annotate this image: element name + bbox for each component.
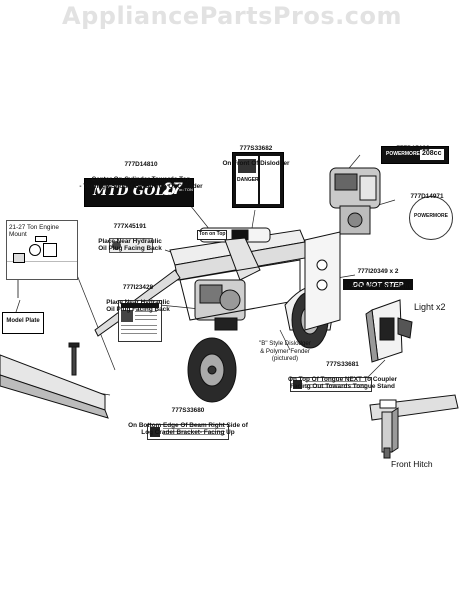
callout-777I23428: 777I23428 Place Near Hydraulic Oil Plug …: [106, 283, 170, 314]
danger-word: DANGER: [237, 177, 259, 183]
model-plate-box: Model Plate: [2, 312, 44, 334]
mtd-brand-text: MTD GOLD: [93, 184, 176, 199]
model-plate-label: Model Plate: [6, 318, 40, 324]
tongue-decal-strip: [290, 377, 372, 392]
engine-mount-panel: 21-27 Ton Engine Mount: [6, 220, 78, 280]
powermore-208cc-decal: POWERMORE 208cc: [381, 146, 449, 164]
powermore-cc-text: 208cc: [422, 150, 442, 157]
powermore-round-text: POWERMORE: [414, 213, 448, 219]
hydraulic-oil-decal-round: [109, 238, 153, 253]
dislodger-note: "B" Style Dislodger & Polymer Fender (pi…: [259, 340, 311, 363]
mtd-tons-number: 27: [163, 179, 182, 198]
callout-777S33682: 777S33682 On Front Of Dislodger: [222, 144, 290, 167]
callout-777S33680: 777S33680 On Bottom Edge Of Beam Right S…: [128, 406, 248, 437]
do-not-step-decal: DO NOT STEP: [343, 279, 413, 290]
hydraulic-oil-decal-card: [118, 300, 162, 342]
log-splitter-illustration: [94, 227, 341, 403]
light-illustration: [365, 299, 413, 363]
beam-decal-strip: [147, 424, 229, 440]
engine-closeup-illustration: [329, 167, 381, 235]
front-hitch-illustration: [369, 394, 459, 459]
front-hitch-label: Front Hitch: [391, 459, 433, 469]
callout-777D14810: 777D14810 Center On Cylinder Towards Top…: [79, 160, 203, 191]
beam-closeup-illustration: [0, 342, 109, 419]
watermark: AppliancePartsPros.com: [62, 2, 402, 30]
callout-777X45191: 777X45191 Place Near Hydraulic Oil Plug …: [98, 222, 162, 253]
powermore-small-text: POWERMORE: [386, 151, 420, 157]
engine-mount-title: 21-27 Ton Engine Mount: [9, 224, 59, 238]
callout-777I20349: 777I20349 x 2 On Top Of Each Light: [345, 267, 411, 290]
mtd-gold-decal: MTD GOLD 27 on TON: [84, 178, 194, 207]
light-x2-label: Light x2: [414, 302, 446, 312]
powermore-round-decal: POWERMORE: [409, 196, 453, 240]
mtd-tons-unit: on TON: [179, 187, 193, 192]
danger-decal: DANGER: [232, 152, 284, 208]
callout-777S33681: 777S33681 On Top Of Tongue NEXT To Coupl…: [288, 360, 397, 391]
ton-on-top-decal: Ton on Top: [197, 230, 227, 240]
callout-777D14971: 777D14971: [410, 192, 444, 200]
callout-777D15188: 777D15188: [396, 144, 430, 152]
